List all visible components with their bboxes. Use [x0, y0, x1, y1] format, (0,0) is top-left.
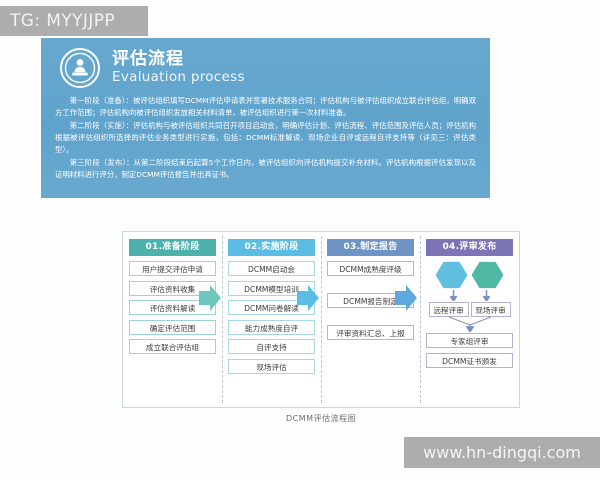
flow-item[interactable]: 现场评估 [228, 358, 315, 374]
dcmm-flow-diagram: 01.准备阶段 用户提交评估申请 评估资料收集 评估资料解读 确定评估范围 成立… [122, 231, 520, 408]
flow-column-header-04: 04.评审发布 [426, 239, 513, 256]
banner-header: 评估流程 Evaluation process [41, 38, 490, 89]
flow-diagram-caption: DCMM评估流程图 [285, 414, 357, 423]
flow-column-review-release: 04.评审发布 远程评审 现场评审 [420, 232, 519, 407]
banner-title-group: 评估流程 Evaluation process [112, 50, 245, 85]
flow-item[interactable]: 用户提交评估申请 [129, 261, 216, 276]
flow-item[interactable]: 评估资料收集 [129, 280, 216, 296]
arrow-down-icon [449, 290, 457, 301]
flow-item[interactable]: DCMM启动会 [228, 261, 315, 276]
banner-paragraphs: 第一阶段（准备）：被评估组织填写DCMM评估申请表并签署技术服务合同；评估机构与… [55, 95, 476, 181]
flow-column-header-02: 02.实施阶段 [228, 239, 315, 256]
flow-item[interactable]: DCMM模型培训 [228, 280, 315, 296]
flow-item[interactable]: 自评支持 [228, 339, 315, 354]
review-branch-items: 远程评审 现场评审 [426, 302, 513, 317]
banner-title-chinese: 评估流程 [112, 49, 184, 70]
flow-item-onsite-review[interactable]: 现场评审 [470, 302, 511, 317]
flow-item[interactable]: DCMM成熟度评级 [327, 261, 414, 276]
flow-items-01: 用户提交评估申请 评估资料收集 评估资料解读 确定评估范围 成立联合评估组 [129, 261, 216, 354]
banner-title-english: Evaluation process [112, 69, 245, 86]
flow-column-report: 03.制定报告 DCMM成熟度评级 DCMM报告制定 评审资料汇总、上报 [321, 232, 420, 407]
flow-column-implementation: 02.实施阶段 DCMM启动会 DCMM模型培训 DCMM问卷解读 能力成熟度自… [222, 232, 321, 407]
tg-watermark: TG: MYYJJPP [0, 6, 148, 36]
flow-item[interactable]: 确定评估范围 [129, 319, 216, 335]
hexagon-blue-icon [435, 261, 468, 289]
flow-item[interactable]: 评审资料汇总、上报 [327, 325, 414, 340]
flow-column-header-03: 03.制定报告 [327, 239, 414, 256]
flow-item[interactable]: 专家组评审 [426, 333, 513, 348]
flow-item-remote-review[interactable]: 远程评审 [428, 302, 469, 317]
flow-items-02: DCMM启动会 DCMM模型培训 DCMM问卷解读 能力成熟度自评 自评支持 现… [228, 261, 315, 374]
branch-down-arrows [426, 290, 513, 301]
hexagon-green-icon [471, 261, 504, 289]
flow-item[interactable]: DCMM问卷解读 [228, 300, 315, 315]
flow-column-preparation: 01.准备阶段 用户提交评估申请 评估资料收集 评估资料解读 确定评估范围 成立… [123, 232, 222, 407]
arrow-down-icon [482, 290, 490, 301]
site-watermark: www.hn-dingqi.com [404, 437, 600, 468]
banner-paragraph-stage-3: 第三阶段（发布）：从第二阶段结束后起算5个工作日内，被评估组织向评估机构提交补充… [55, 157, 476, 179]
stamp-seal-icon [59, 47, 101, 89]
flow-column-header-01: 01.准备阶段 [129, 239, 216, 256]
flow-item[interactable]: DCMM证书颁发 [426, 353, 513, 368]
evaluation-process-banner: 评估流程 Evaluation process 第一阶段（准备）：被评估组织填写… [41, 38, 490, 198]
branch-merge-connector [426, 317, 513, 332]
flow-item[interactable]: 能力成熟度自评 [228, 319, 315, 335]
banner-paragraph-stage-2: 第二阶段（实施）：评估机构与被评估组织共同召开项目启动会，明确评估计划、评估流程… [55, 120, 476, 154]
flow-items-03: DCMM成熟度评级 DCMM报告制定 评审资料汇总、上报 [327, 261, 414, 340]
flow-items-04: 专家组评审 DCMM证书颁发 [426, 333, 513, 368]
flow-item[interactable]: 成立联合评估组 [129, 339, 216, 354]
banner-paragraph-stage-1: 第一阶段（准备）：被评估组织填写DCMM评估申请表并签署技术服务合同；评估机构与… [55, 96, 476, 117]
flow-item[interactable]: DCMM报告制定 [327, 293, 414, 308]
review-hexagons [426, 261, 513, 289]
flow-columns: 01.准备阶段 用户提交评估申请 评估资料收集 评估资料解读 确定评估范围 成立… [123, 232, 519, 407]
flow-item[interactable]: 评估资料解读 [129, 300, 216, 315]
